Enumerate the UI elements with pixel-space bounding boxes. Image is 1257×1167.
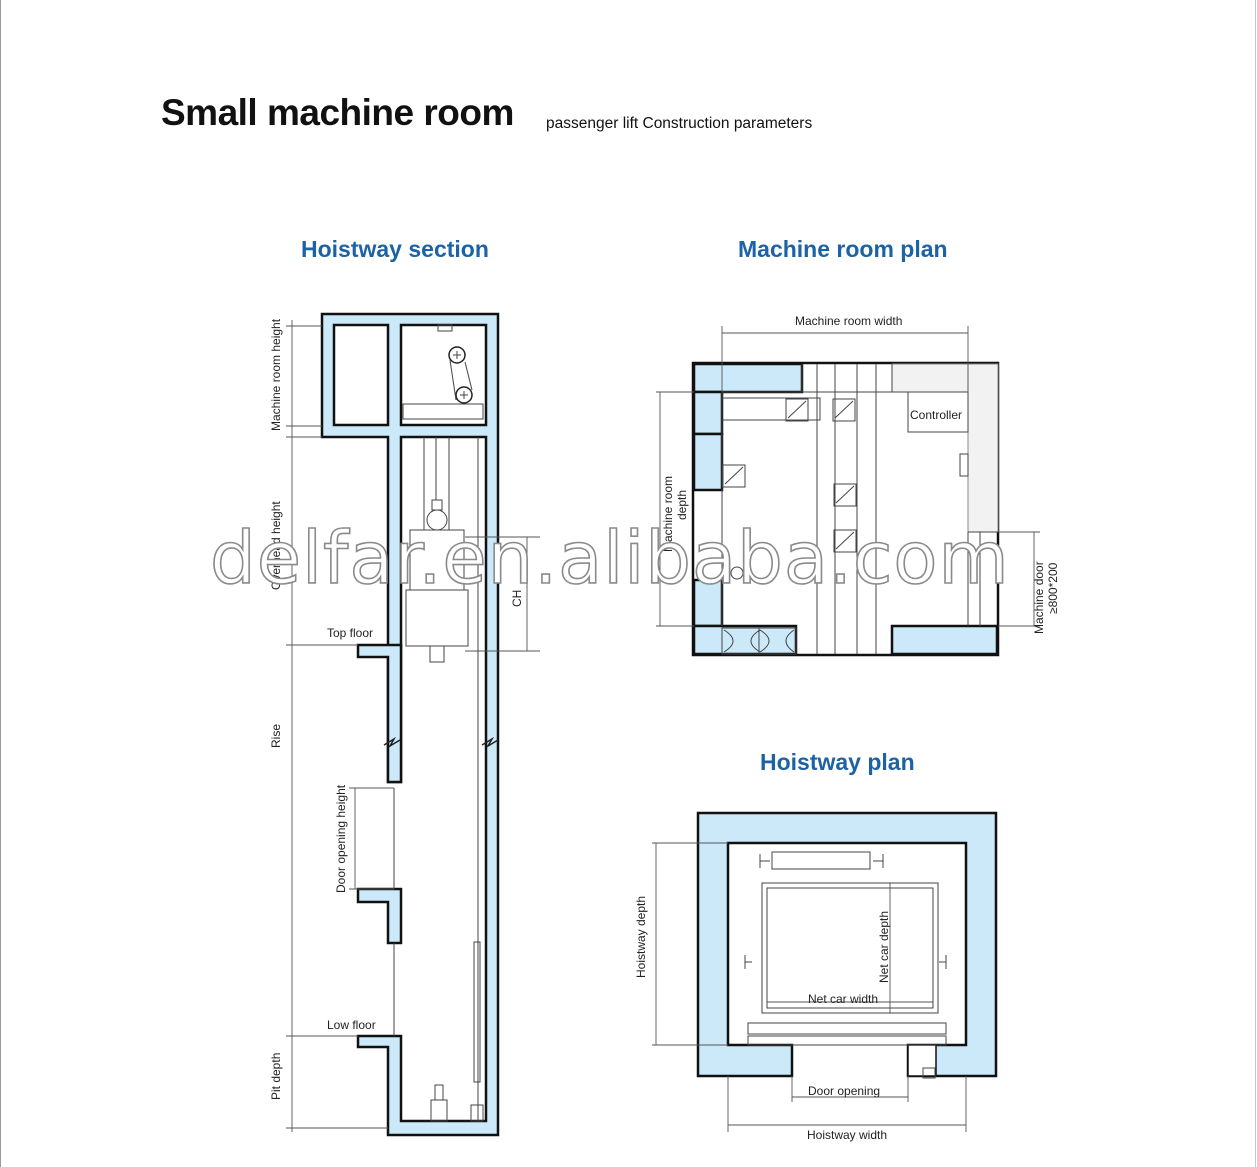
room-frame-lines xyxy=(721,364,998,654)
door-opening-label: Door opening xyxy=(808,1084,880,1098)
door-height-dim xyxy=(349,787,394,890)
machine-room-depth-label-2: depth xyxy=(675,490,689,520)
machine-door-label: Machine door xyxy=(1032,561,1046,634)
page-title: Small machine room xyxy=(161,92,514,133)
wall-right-upper xyxy=(967,363,999,533)
machine-room-walls xyxy=(320,312,500,1137)
wall-bottom-right xyxy=(890,624,999,656)
page-subtitle: passenger lift Construction parameters xyxy=(546,115,813,132)
hoistway-section-drawing: Machine room height Overhead height CH T… xyxy=(269,312,540,1137)
hoistway-depth-dim xyxy=(652,842,728,1046)
controller-box xyxy=(907,391,969,433)
fan-blades xyxy=(723,628,795,654)
break-mark-right xyxy=(481,736,499,749)
ropes xyxy=(423,437,450,530)
car-outer xyxy=(761,882,939,1014)
sheave-rope xyxy=(449,359,473,401)
hook-squares xyxy=(722,398,857,553)
landing-sill xyxy=(747,1035,947,1046)
mr-depth-dim xyxy=(656,391,694,627)
machine-base xyxy=(402,403,484,420)
mr-door-dim xyxy=(998,531,1040,627)
machine-room-width-label: Machine room width xyxy=(795,314,902,328)
landing-wall-top xyxy=(356,643,403,784)
ch-dim xyxy=(465,536,540,652)
break-mark-left xyxy=(383,736,401,749)
call-box xyxy=(907,1044,937,1077)
sheave-lower xyxy=(455,386,473,404)
wall-bottom-left xyxy=(692,624,798,656)
counterweight-plan xyxy=(771,851,871,870)
hoistway-plan-drawing: Hoistway depth Net car depth Net car wid… xyxy=(634,811,998,1142)
hook xyxy=(437,324,453,332)
switch xyxy=(959,453,969,477)
wall-left-1 xyxy=(692,390,724,436)
net-car-dims xyxy=(767,883,933,1013)
hoistway-section-title: Hoistway section xyxy=(301,236,489,262)
sheave-upper xyxy=(448,346,466,364)
machine-room-plan-title: Machine room plan xyxy=(738,236,948,262)
floor-hole xyxy=(730,566,744,580)
car-rails xyxy=(744,955,947,969)
machine-room-height-label: Machine room height xyxy=(269,318,283,431)
machine-door-size-label: ≥800*200 xyxy=(1046,562,1060,614)
wall-top-left xyxy=(692,362,804,394)
net-car-depth-label: Net car depth xyxy=(877,911,891,983)
wall-left-3 xyxy=(692,578,724,628)
hoistway-width-label: Hoistway width xyxy=(807,1128,887,1142)
low-floor-label: Low floor xyxy=(327,1018,376,1032)
machine-room-outline xyxy=(691,361,1000,657)
door-opening-dim xyxy=(791,1076,909,1102)
section-dimension-lines xyxy=(286,320,388,1132)
counterweight xyxy=(473,941,481,1083)
overhead-height-label: Overhead height xyxy=(269,501,283,590)
landing-wall-mid xyxy=(356,887,403,945)
buffer-cw xyxy=(470,1104,484,1122)
wall-left-2 xyxy=(692,432,724,492)
mr-width-dim xyxy=(721,326,969,392)
door-opening-height-label: Door opening height xyxy=(334,784,348,893)
beam-upper xyxy=(721,397,821,421)
top-floor-label: Top floor xyxy=(327,626,373,640)
hoistway-width-dim xyxy=(727,1076,967,1132)
pit-depth-label: Pit depth xyxy=(269,1053,283,1100)
right-page-border xyxy=(1255,0,1256,1167)
car-inner xyxy=(766,887,934,1009)
hoistway-depth-label: Hoistway depth xyxy=(634,896,648,978)
buffer-car-top xyxy=(434,1084,444,1101)
watermark: delfar.en.alibaba.com xyxy=(210,516,1010,600)
machine-room-plan-drawing: Controller Machine room width Machine ro… xyxy=(656,314,1060,657)
cw-rails xyxy=(759,854,884,868)
call-box-btn xyxy=(922,1067,936,1079)
car-top-bracket xyxy=(431,499,443,511)
car-bottom xyxy=(429,645,445,663)
car-sill xyxy=(747,1022,947,1035)
sheave-cross xyxy=(453,351,468,399)
controller-label: Controller xyxy=(910,408,962,422)
left-page-border xyxy=(0,0,1,1167)
machine-room-depth-label-1: Machine room xyxy=(661,476,675,552)
rise-label: Rise xyxy=(269,724,283,748)
hoistway-plan-title: Hoistway plan xyxy=(760,749,915,775)
buffer-car xyxy=(430,1099,448,1122)
net-car-width-label: Net car width xyxy=(808,992,878,1006)
ch-label: CH xyxy=(510,590,524,607)
